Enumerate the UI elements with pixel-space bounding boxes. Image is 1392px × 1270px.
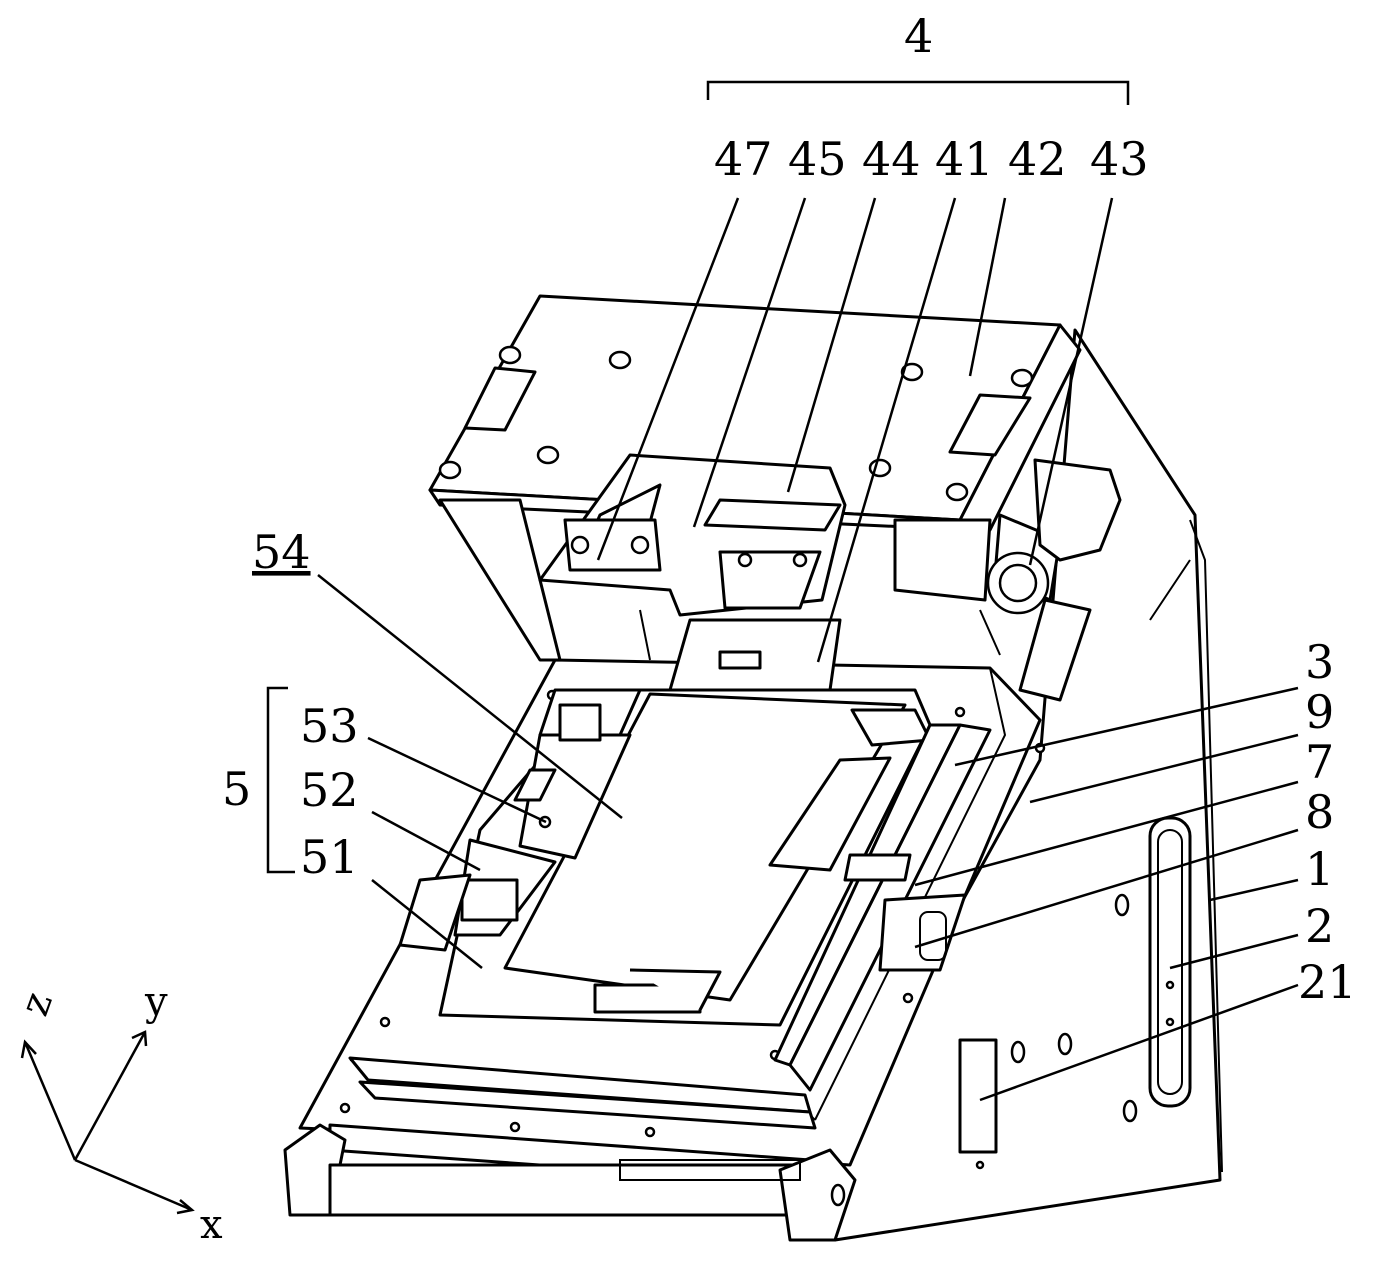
- axis-label-x: x: [200, 1202, 223, 1248]
- label-5: 5: [222, 762, 251, 816]
- coordinate-axes: z y x: [11, 979, 223, 1248]
- label-4: 4: [904, 9, 933, 63]
- bracket-5: [268, 688, 295, 872]
- label-47: 47: [714, 132, 773, 186]
- label-45: 45: [788, 132, 847, 186]
- label-2: 2: [1305, 899, 1334, 953]
- axis-label-z: z: [11, 986, 61, 1022]
- label-7: 7: [1305, 735, 1334, 789]
- label-44: 44: [862, 132, 921, 186]
- axis-label-y: y: [144, 979, 168, 1025]
- bracket-4: [708, 82, 1128, 105]
- label-43: 43: [1090, 132, 1149, 186]
- label-41: 41: [935, 132, 994, 186]
- machine-drawing: [285, 296, 1222, 1240]
- press-assembly: [430, 296, 1120, 700]
- label-53: 53: [300, 699, 359, 753]
- label-8: 8: [1305, 785, 1334, 839]
- label-3: 3: [1305, 635, 1334, 689]
- label-9: 9: [1305, 685, 1334, 739]
- label-21: 21: [1298, 955, 1357, 1009]
- label-42: 42: [1008, 132, 1067, 186]
- label-1: 1: [1305, 842, 1334, 896]
- label-54: 54: [252, 525, 311, 579]
- label-52: 52: [300, 763, 359, 817]
- label-51: 51: [300, 830, 359, 884]
